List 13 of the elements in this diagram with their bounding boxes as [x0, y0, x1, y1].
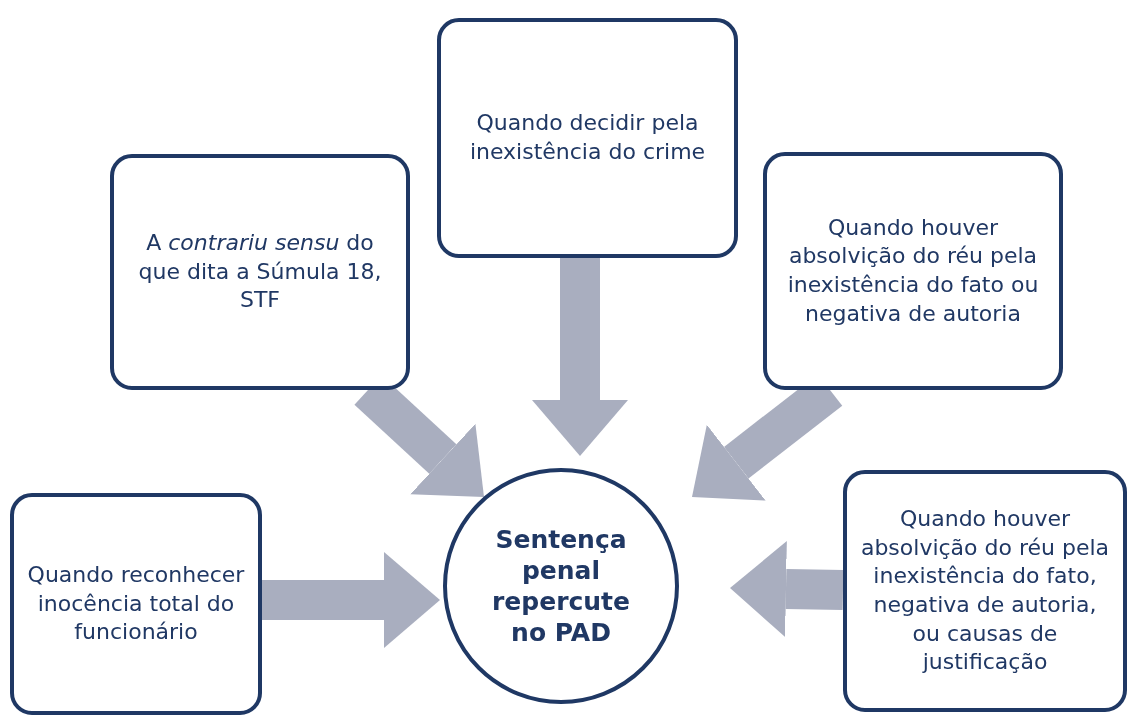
block-arrow	[532, 258, 628, 456]
node-text: Quando houver absolvição do réu pela inexistência do fato ou negativa de autoria	[786, 213, 1040, 328]
text-box	[843, 470, 1127, 712]
node-text: Sentença penal repercute no PAD	[491, 523, 631, 649]
node-text: Quando houver absolvição do réu pela inexistência do fato, negativa de autoria, ou causas de justificação	[859, 505, 1111, 677]
node-text: Quando decidir pela inexistência do crime	[468, 109, 707, 166]
text-box	[763, 152, 1063, 390]
text-box	[437, 18, 738, 258]
node-text: A contrariu sensu do que dita a Súmula 18, STF	[137, 229, 383, 315]
text-box	[110, 154, 410, 390]
block-arrow	[262, 552, 440, 648]
text-box	[10, 493, 262, 715]
node-text: Quando reconhecer inocência total do funcionário	[26, 561, 246, 647]
